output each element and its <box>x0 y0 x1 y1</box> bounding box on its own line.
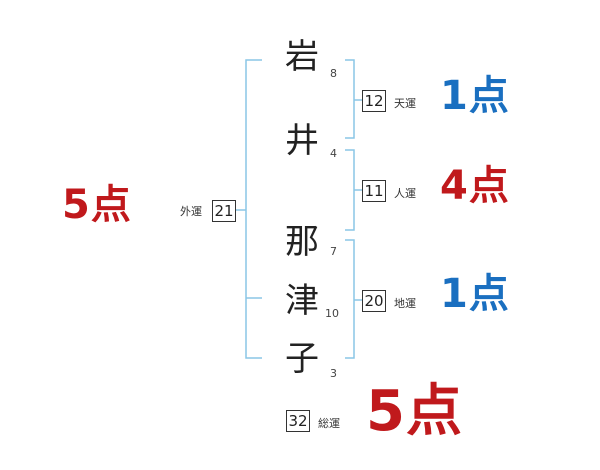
name-char-2: 井 <box>285 121 319 161</box>
name-char-1: 岩 <box>285 37 319 77</box>
name-char-4: 津 <box>285 281 319 321</box>
chikaku-bracket <box>345 239 355 359</box>
tenkaku-value: 12 <box>362 90 386 112</box>
jinkaku-label: 人運 <box>394 187 416 200</box>
soukaku-score: 5点 <box>366 379 463 444</box>
jinkaku-bracket <box>345 149 355 231</box>
stroke-count-2: 4 <box>330 147 337 160</box>
tenkaku-bracket <box>345 59 355 139</box>
stroke-count-1: 8 <box>330 67 337 80</box>
chikaku-value: 20 <box>362 290 386 312</box>
soukaku-value: 32 <box>286 410 310 432</box>
gaikaku-label: 外運 <box>180 205 202 218</box>
outer-bracket <box>245 59 262 359</box>
name-char-5: 子 <box>285 339 319 379</box>
tenkaku-label: 天運 <box>394 97 416 110</box>
soukaku-label: 総運 <box>318 417 340 430</box>
chikaku-score: 1点 <box>440 271 510 317</box>
jinkaku-value: 11 <box>362 180 386 202</box>
jinkaku-score: 4点 <box>440 163 510 209</box>
tenkaku-score: 1点 <box>440 73 510 119</box>
gaikaku-value: 21 <box>212 200 236 222</box>
stroke-count-3: 7 <box>330 245 337 258</box>
chikaku-label: 地運 <box>394 297 416 310</box>
gaikaku-score: 5点 <box>62 182 132 228</box>
stroke-count-4: 10 <box>325 307 339 320</box>
stroke-count-5: 3 <box>330 367 337 380</box>
name-char-3: 那 <box>285 222 319 262</box>
